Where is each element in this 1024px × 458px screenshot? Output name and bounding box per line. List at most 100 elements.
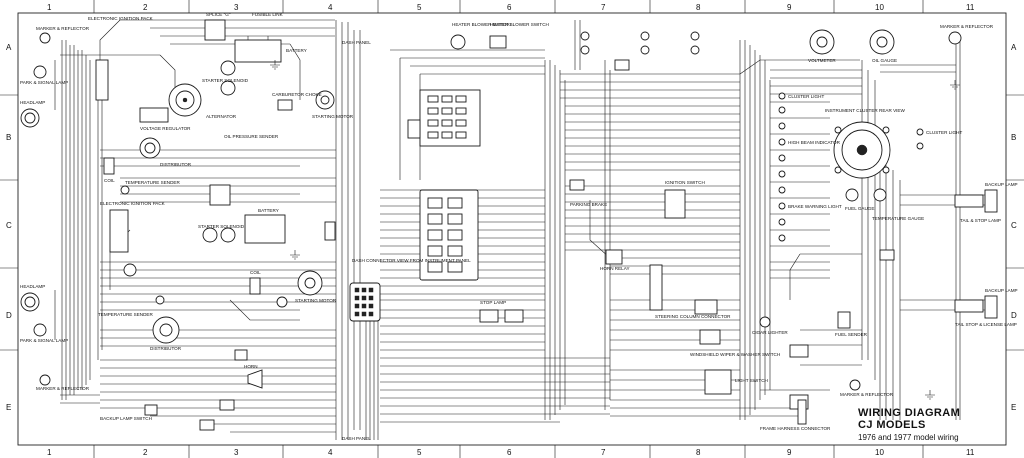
alternator-icon [168,83,202,117]
label-cluster-light: CLUSTER LIGHT [788,94,824,99]
marker-reflector-icon [849,31,962,391]
starting-motor-icon [297,270,323,296]
label-coil: COIL [250,270,261,275]
component-labels: MARKER & REFLECTOR ELECTRONIC IGNITION P… [20,12,1018,441]
starter-solenoid-icon [220,60,236,96]
light-switch-icon [704,369,732,395]
label-temperature-gauge: TEMPERATURE GAUGE [872,216,924,221]
label-starter-solenoid: STARTER SOLENOID [202,78,249,83]
horn-relay-icon [605,249,623,265]
label-brake-warning: BRAKE WARNING LIGHT [788,204,842,209]
label-marker-reflector: MARKER & REFLECTOR [840,392,894,397]
battery-icon [234,36,282,63]
wiring-traces [54,19,990,440]
label-backup-switch: BACKUP LAMP SWITCH [100,416,152,421]
heater-blower-motor-icon [450,34,466,50]
ground-icon [270,60,960,400]
fuse-block-icon [419,89,481,147]
components [20,19,998,431]
col-label: 11 [966,3,975,12]
col-label: 6 [507,3,512,12]
row-label: D [1011,311,1017,320]
column-labels-top: 1 2 3 4 5 6 7 8 9 10 11 [47,3,975,12]
row-label: B [1011,133,1016,142]
row-label: E [6,403,11,412]
diagram-subtitle: CJ MODELS [858,419,926,431]
wiper-switch-icon [694,299,721,345]
label-fusible-link: FUSIBLE LINK [252,12,284,17]
ignition-pack-icon [109,209,129,253]
row-label: A [6,43,12,52]
label-light-switch: LIGHT SWITCH [735,378,768,383]
switch-icon [144,349,248,431]
fuel-gauge-icon [845,188,859,202]
col-label: 10 [875,3,884,12]
col-label: 9 [787,448,792,457]
col-label: 5 [417,3,422,12]
label-voltmeter: VOLTMETER [808,58,836,63]
alternator-icon [123,263,137,277]
fusible-link-icon [204,19,231,206]
label-fuel-sender: FUEL SENDER [835,332,868,337]
indicator-lamp-icon [580,31,700,55]
label-headlamp: HEADLAMP [20,284,45,289]
col-label: 7 [601,3,606,12]
label-horn-relay: HORN RELAY [600,266,630,271]
row-label: A [1011,43,1017,52]
label-temperature-sender: TEMPERATURE SENDER [125,180,180,185]
label-coil: COIL [104,178,115,183]
label-horn: HORN [244,364,258,369]
label-park-signal-lamp: PARK & SIGNAL LAMP [20,338,68,343]
fuse-panel-icon [419,189,479,281]
starting-motor-icon [315,90,335,110]
row-label: E [1011,403,1016,412]
voltage-regulator-icon [139,107,169,123]
label-frame-harness: FRAME HARNESS CONNECTOR [760,426,831,431]
label-tail-stop-license: TAIL STOP & LICENSE LAMP [955,322,1017,327]
row-label: C [1011,221,1017,230]
label-battery: BATTERY [258,208,279,213]
col-label: 9 [787,3,792,12]
voltmeter-icon [809,29,835,55]
marker-reflector-icon [39,32,51,386]
title-block: WIRING DIAGRAM CJ MODELS 1976 and 1977 m… [858,407,960,442]
label-marker-reflector: MARKER & REFLECTOR [36,386,90,391]
distributor-icon [152,316,180,344]
cigar-lighter-icon [759,316,771,328]
fuel-sender-icon [837,311,851,329]
col-label: 8 [696,3,701,12]
col-label: 2 [143,448,148,457]
label-voltage-regulator: VOLTAGE REGULATOR [140,126,191,131]
label-carburetor-choke: CARBURETOR CHOKE [272,92,322,97]
solenoid-icon [324,221,336,241]
tail-lamp-icon [954,189,998,319]
col-label: 10 [875,448,884,457]
label-headlamp: HEADLAMP [20,100,45,105]
label-backup-lamp: BACKUP LAMP [985,182,1018,187]
oil-gauge-icon [869,29,895,55]
label-steering-column-connector: STEERING COLUMN CONNECTOR [655,314,731,319]
label-marker-reflector: MARKER & REFLECTOR [940,24,994,29]
label-heater-blower-switch: HEATER BLOWER SWITCH [490,22,549,27]
diagram-model-years: 1976 and 1977 model wiring [858,433,959,442]
label-distributor: DISTRIBUTOR [160,162,192,167]
temperature-gauge-icon [873,188,887,202]
label-dash-panel: DASH PANEL [342,40,371,45]
ignition-switch-icon [664,189,686,219]
row-label: B [6,133,11,142]
col-label: 6 [507,448,512,457]
label-alternator: ALTERNATOR [206,114,237,119]
row-label: D [6,311,12,320]
row-label: C [6,221,12,230]
coil-icon [103,157,115,175]
column-labels-bottom: 1 2 3 4 5 6 7 8 9 10 11 [47,448,975,457]
label-park-signal-lamp: PARK & SIGNAL LAMP [20,80,68,85]
label-heater-blower-motor: HEATER BLOWER MOTOR [452,22,510,27]
row-labels: A B C D E A B C D E [6,43,1017,412]
label-starter-solenoid: STARTER SOLENOID [198,224,245,229]
headlamp-icon [20,292,40,312]
label-instrument-cluster: INSTRUMENT CLUSTER REAR VIEW [825,108,905,113]
label-starting-motor: STARTING MOTOR [312,114,354,119]
col-label: 8 [696,448,701,457]
